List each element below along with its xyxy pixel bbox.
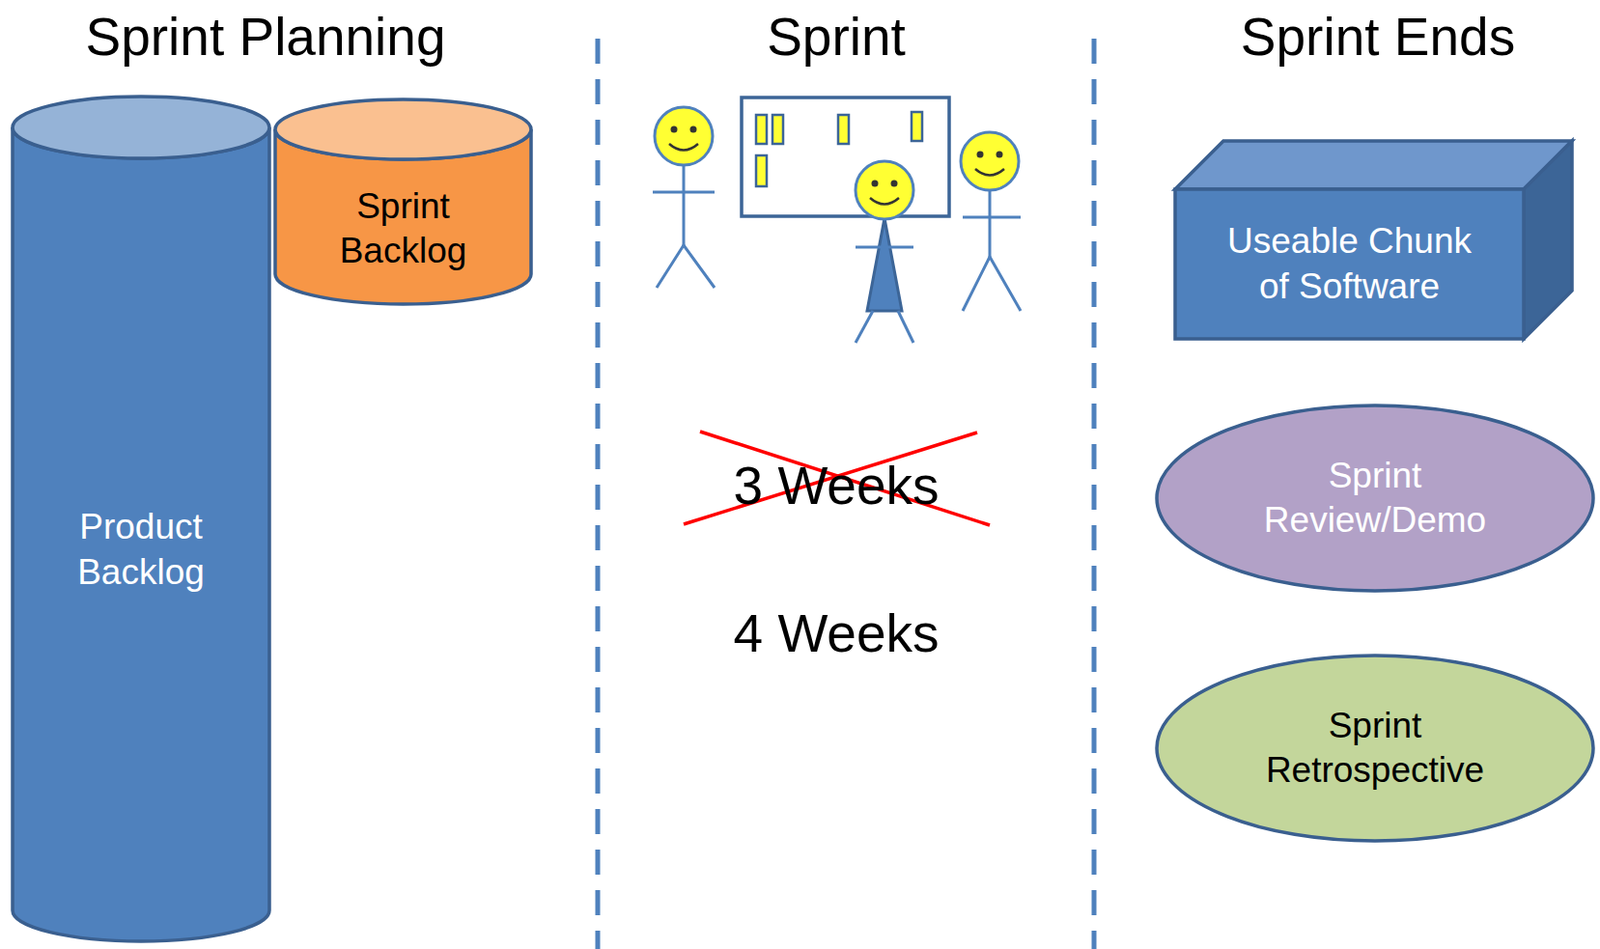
- column-heading: Sprint Planning: [84, 6, 446, 68]
- node-text: Product Backlog: [30, 505, 252, 595]
- stick-figure: [960, 132, 1021, 311]
- node-content: Useable Chunk of Software: [1204, 200, 1495, 328]
- stick-figure: [652, 107, 715, 288]
- backlog-cylinder: Sprint Backlog: [275, 99, 532, 305]
- box-front: [1175, 189, 1524, 339]
- node-text: Sprint Review/Demo: [1230, 453, 1520, 544]
- deliverable-box: Useable Chunk of Software: [1175, 189, 1524, 339]
- board-frame: [741, 97, 950, 217]
- node-outline: [1154, 403, 1596, 593]
- sticky-note: [772, 114, 784, 144]
- cylinder-top: [275, 99, 532, 160]
- sticky-note: [756, 155, 767, 187]
- column-heading: Sprint: [766, 6, 906, 68]
- stick-figure: [855, 161, 914, 343]
- node-text: Sprint Retrospective: [1230, 703, 1520, 794]
- backlog-cylinder: Product Backlog: [12, 96, 270, 942]
- sticky-note: [756, 114, 767, 144]
- column-dividers: [597, 38, 1095, 949]
- node-content: Sprint Retrospective: [1227, 673, 1523, 824]
- dashed-divider: [595, 38, 601, 949]
- sticky-note: [911, 112, 923, 141]
- node-outline: [1175, 189, 1524, 339]
- cylinder-top: [12, 96, 270, 159]
- meeting-ellipse: Sprint Review/Demo: [1154, 403, 1596, 593]
- column-heading: Sprint Ends: [1240, 6, 1516, 68]
- box-top: [1175, 140, 1572, 190]
- node-outline: [1154, 653, 1596, 843]
- node-content: Sprint Review/Demo: [1227, 422, 1523, 574]
- node-text: Useable Chunk of Software: [1209, 219, 1490, 309]
- ellipse-outline: [1156, 405, 1594, 591]
- meeting-ellipse: Sprint Retrospective: [1154, 653, 1596, 843]
- duration-label: 3 Weeks: [733, 455, 940, 517]
- dashed-divider: [1092, 38, 1097, 949]
- node-content: Sprint Backlog: [290, 168, 516, 289]
- duration-label: 4 Weeks: [733, 603, 940, 665]
- ellipse-outline: [1156, 655, 1594, 842]
- cylinder-body: [12, 127, 270, 942]
- task-board: [741, 97, 950, 217]
- sticky-note: [838, 114, 849, 144]
- node-text: Sprint Backlog: [293, 184, 513, 275]
- box-side: [1523, 140, 1572, 339]
- strike-cross: [683, 431, 990, 526]
- node-content: Product Backlog: [28, 177, 254, 923]
